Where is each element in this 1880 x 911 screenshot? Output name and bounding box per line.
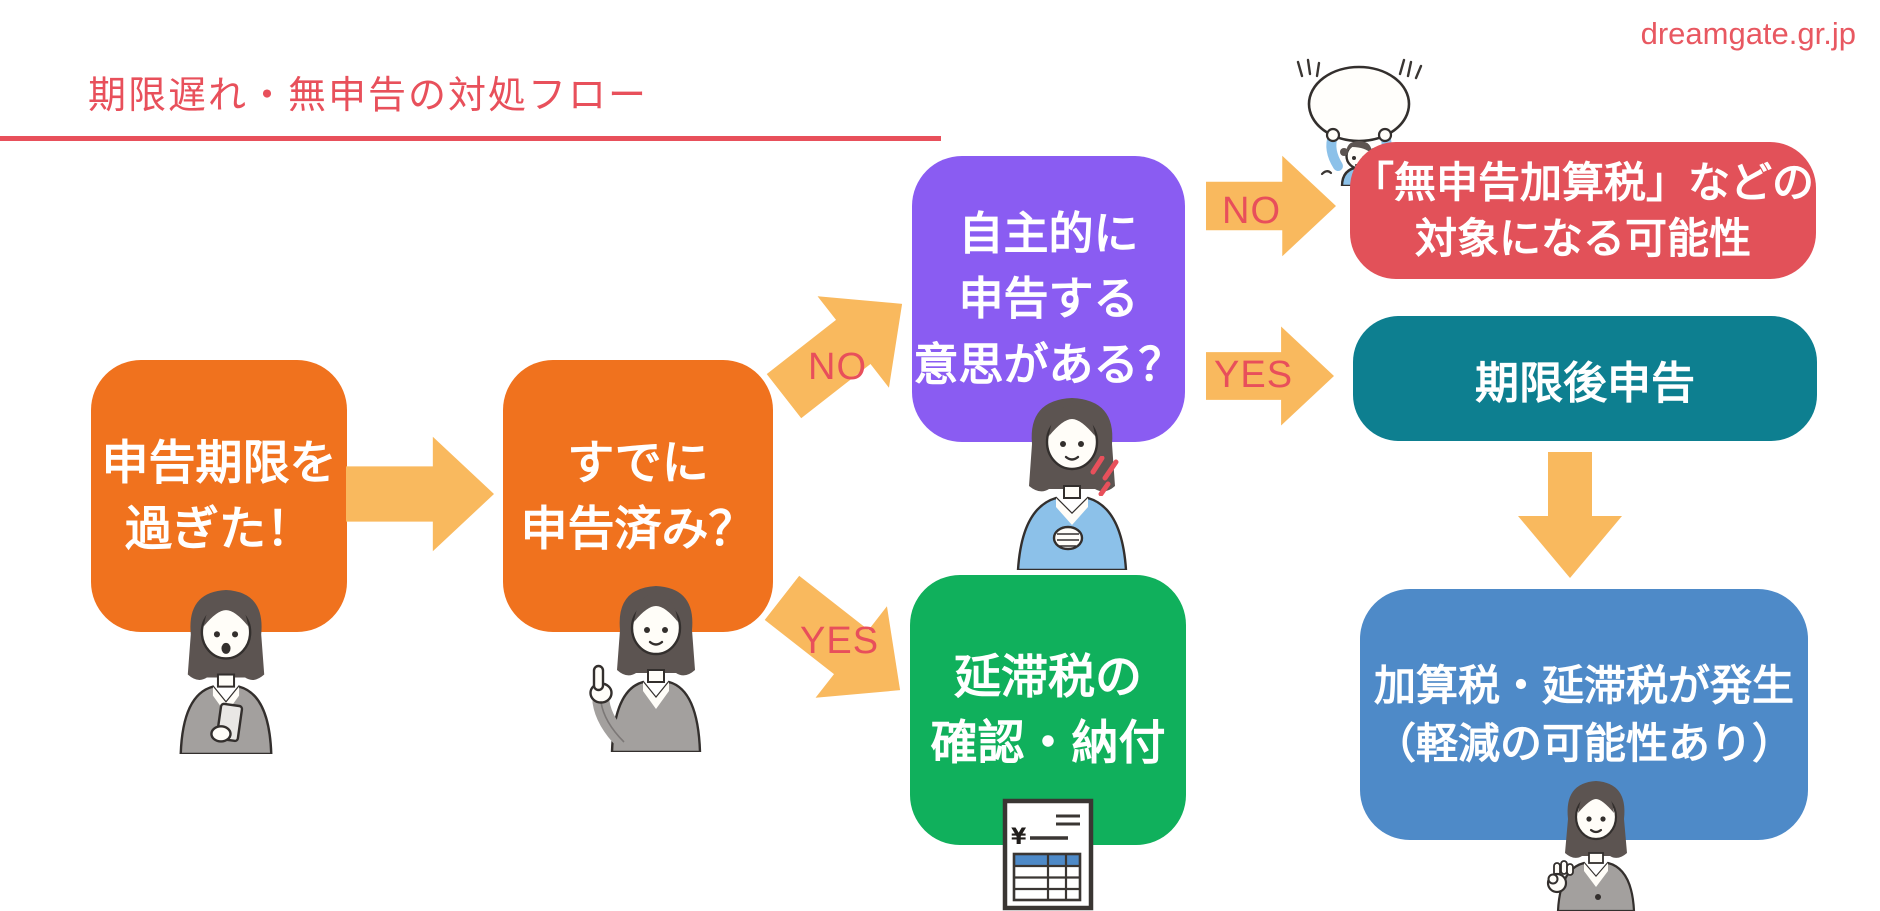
node-label: 「無申告加算税」などの 対象になる可能性 bbox=[1351, 159, 1814, 262]
node-label: 自主的に 申告する 意思がある？ bbox=[913, 208, 1184, 390]
node-label: 期限後申告 bbox=[1475, 358, 1695, 408]
node-already-filed: すでに 申告済み？ bbox=[503, 360, 773, 632]
node-late-filing: 期限後申告 bbox=[1353, 316, 1817, 441]
arrow-latefiling-down-icon bbox=[1518, 452, 1622, 578]
node-label: 加算税・延滞税が発生 （軽減の可能性あり） bbox=[1373, 661, 1794, 767]
woman-ok-sign-illustration bbox=[1540, 775, 1646, 911]
edge-label-no: NO bbox=[1222, 190, 1281, 232]
edge-label-yes: YES bbox=[800, 620, 880, 662]
site-watermark: dreamgate.gr.jp bbox=[1640, 16, 1856, 51]
arrow-voluntary-no-icon bbox=[1206, 150, 1336, 262]
node-label: 延滞税の 確認・納付 bbox=[930, 650, 1166, 769]
edge-label-no: NO bbox=[808, 346, 867, 388]
emphasis-marks-icon bbox=[1090, 456, 1126, 496]
node-deadline-passed: 申告期限を 過ぎた！ bbox=[91, 360, 347, 632]
node-late-tax-payment: 延滞税の 確認・納付 bbox=[910, 575, 1186, 845]
woman-surprised-phone-illustration bbox=[170, 582, 282, 754]
arrow-filed-yes-icon bbox=[746, 552, 936, 736]
page-title: 期限遅れ・無申告の対処フロー bbox=[88, 75, 649, 117]
tax-receipt-illustration: ¥ bbox=[1002, 798, 1094, 911]
node-penalty-possible: 「無申告加算税」などの 対象になる可能性 bbox=[1350, 142, 1816, 279]
arrow-start-to-filed-icon bbox=[346, 436, 494, 552]
arrow-voluntary-yes-icon bbox=[1206, 318, 1334, 434]
woman-pointing-illustration bbox=[568, 580, 710, 752]
node-label: 申告期限を 過ぎた！ bbox=[101, 436, 337, 555]
svg-text:¥: ¥ bbox=[1011, 825, 1027, 850]
node-label: すでに 申告済み？ bbox=[520, 436, 756, 555]
arrow-filed-no-icon bbox=[748, 258, 938, 442]
title-underline bbox=[0, 136, 941, 141]
edge-label-yes: YES bbox=[1214, 354, 1294, 396]
node-voluntary-intent: 自主的に 申告する 意思がある？ bbox=[912, 156, 1185, 442]
